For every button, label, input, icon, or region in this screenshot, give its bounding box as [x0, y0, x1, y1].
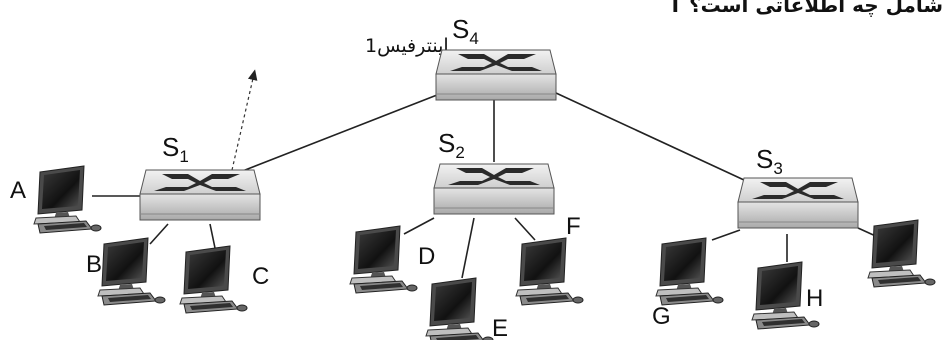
- switch-s2-label: S2: [438, 128, 465, 162]
- host-d-label: D: [418, 243, 435, 270]
- host-c-icon: [179, 245, 248, 314]
- switch-s2-icon: [433, 163, 555, 215]
- host-a-icon: [33, 165, 102, 234]
- link-s2-e: [461, 217, 475, 279]
- host-g-icon: [655, 237, 724, 306]
- host-b-label: B: [86, 251, 102, 278]
- link-s4-s3: [555, 92, 745, 181]
- links: [92, 92, 881, 279]
- link-s3-g: [711, 229, 741, 241]
- switch-s4-label: S4: [452, 14, 479, 48]
- host-f-icon: [515, 237, 584, 306]
- link-s2-f: [514, 217, 536, 241]
- header-partial-text: T شامل چه اطلاعاتی است؟: [668, 0, 943, 18]
- link-s4-s1: [239, 94, 438, 173]
- host-extra-icon: [867, 219, 936, 288]
- interface-label: اینترفیس1: [365, 35, 449, 57]
- link-s1-b: [149, 223, 169, 245]
- switch-s3-label: S3: [756, 144, 783, 178]
- switch-s1-icon: [139, 169, 261, 221]
- host-b-icon: [97, 237, 166, 306]
- host-f-label: F: [566, 213, 581, 240]
- switch-s1-label: S1: [162, 132, 189, 166]
- host-d-icon: [349, 225, 418, 294]
- host-h-label: H: [806, 285, 823, 312]
- interface-arrow: [231, 69, 258, 171]
- host-e-label: E: [492, 315, 508, 340]
- host-e-icon: [425, 277, 494, 340]
- switch-s3-icon: [737, 177, 859, 229]
- link-s1-c: [209, 223, 216, 249]
- link-s2-d: [403, 217, 435, 235]
- switch-s4-icon: [435, 49, 557, 101]
- host-a-label: A: [10, 177, 26, 204]
- host-c-label: C: [252, 263, 269, 290]
- host-g-label: G: [652, 303, 671, 330]
